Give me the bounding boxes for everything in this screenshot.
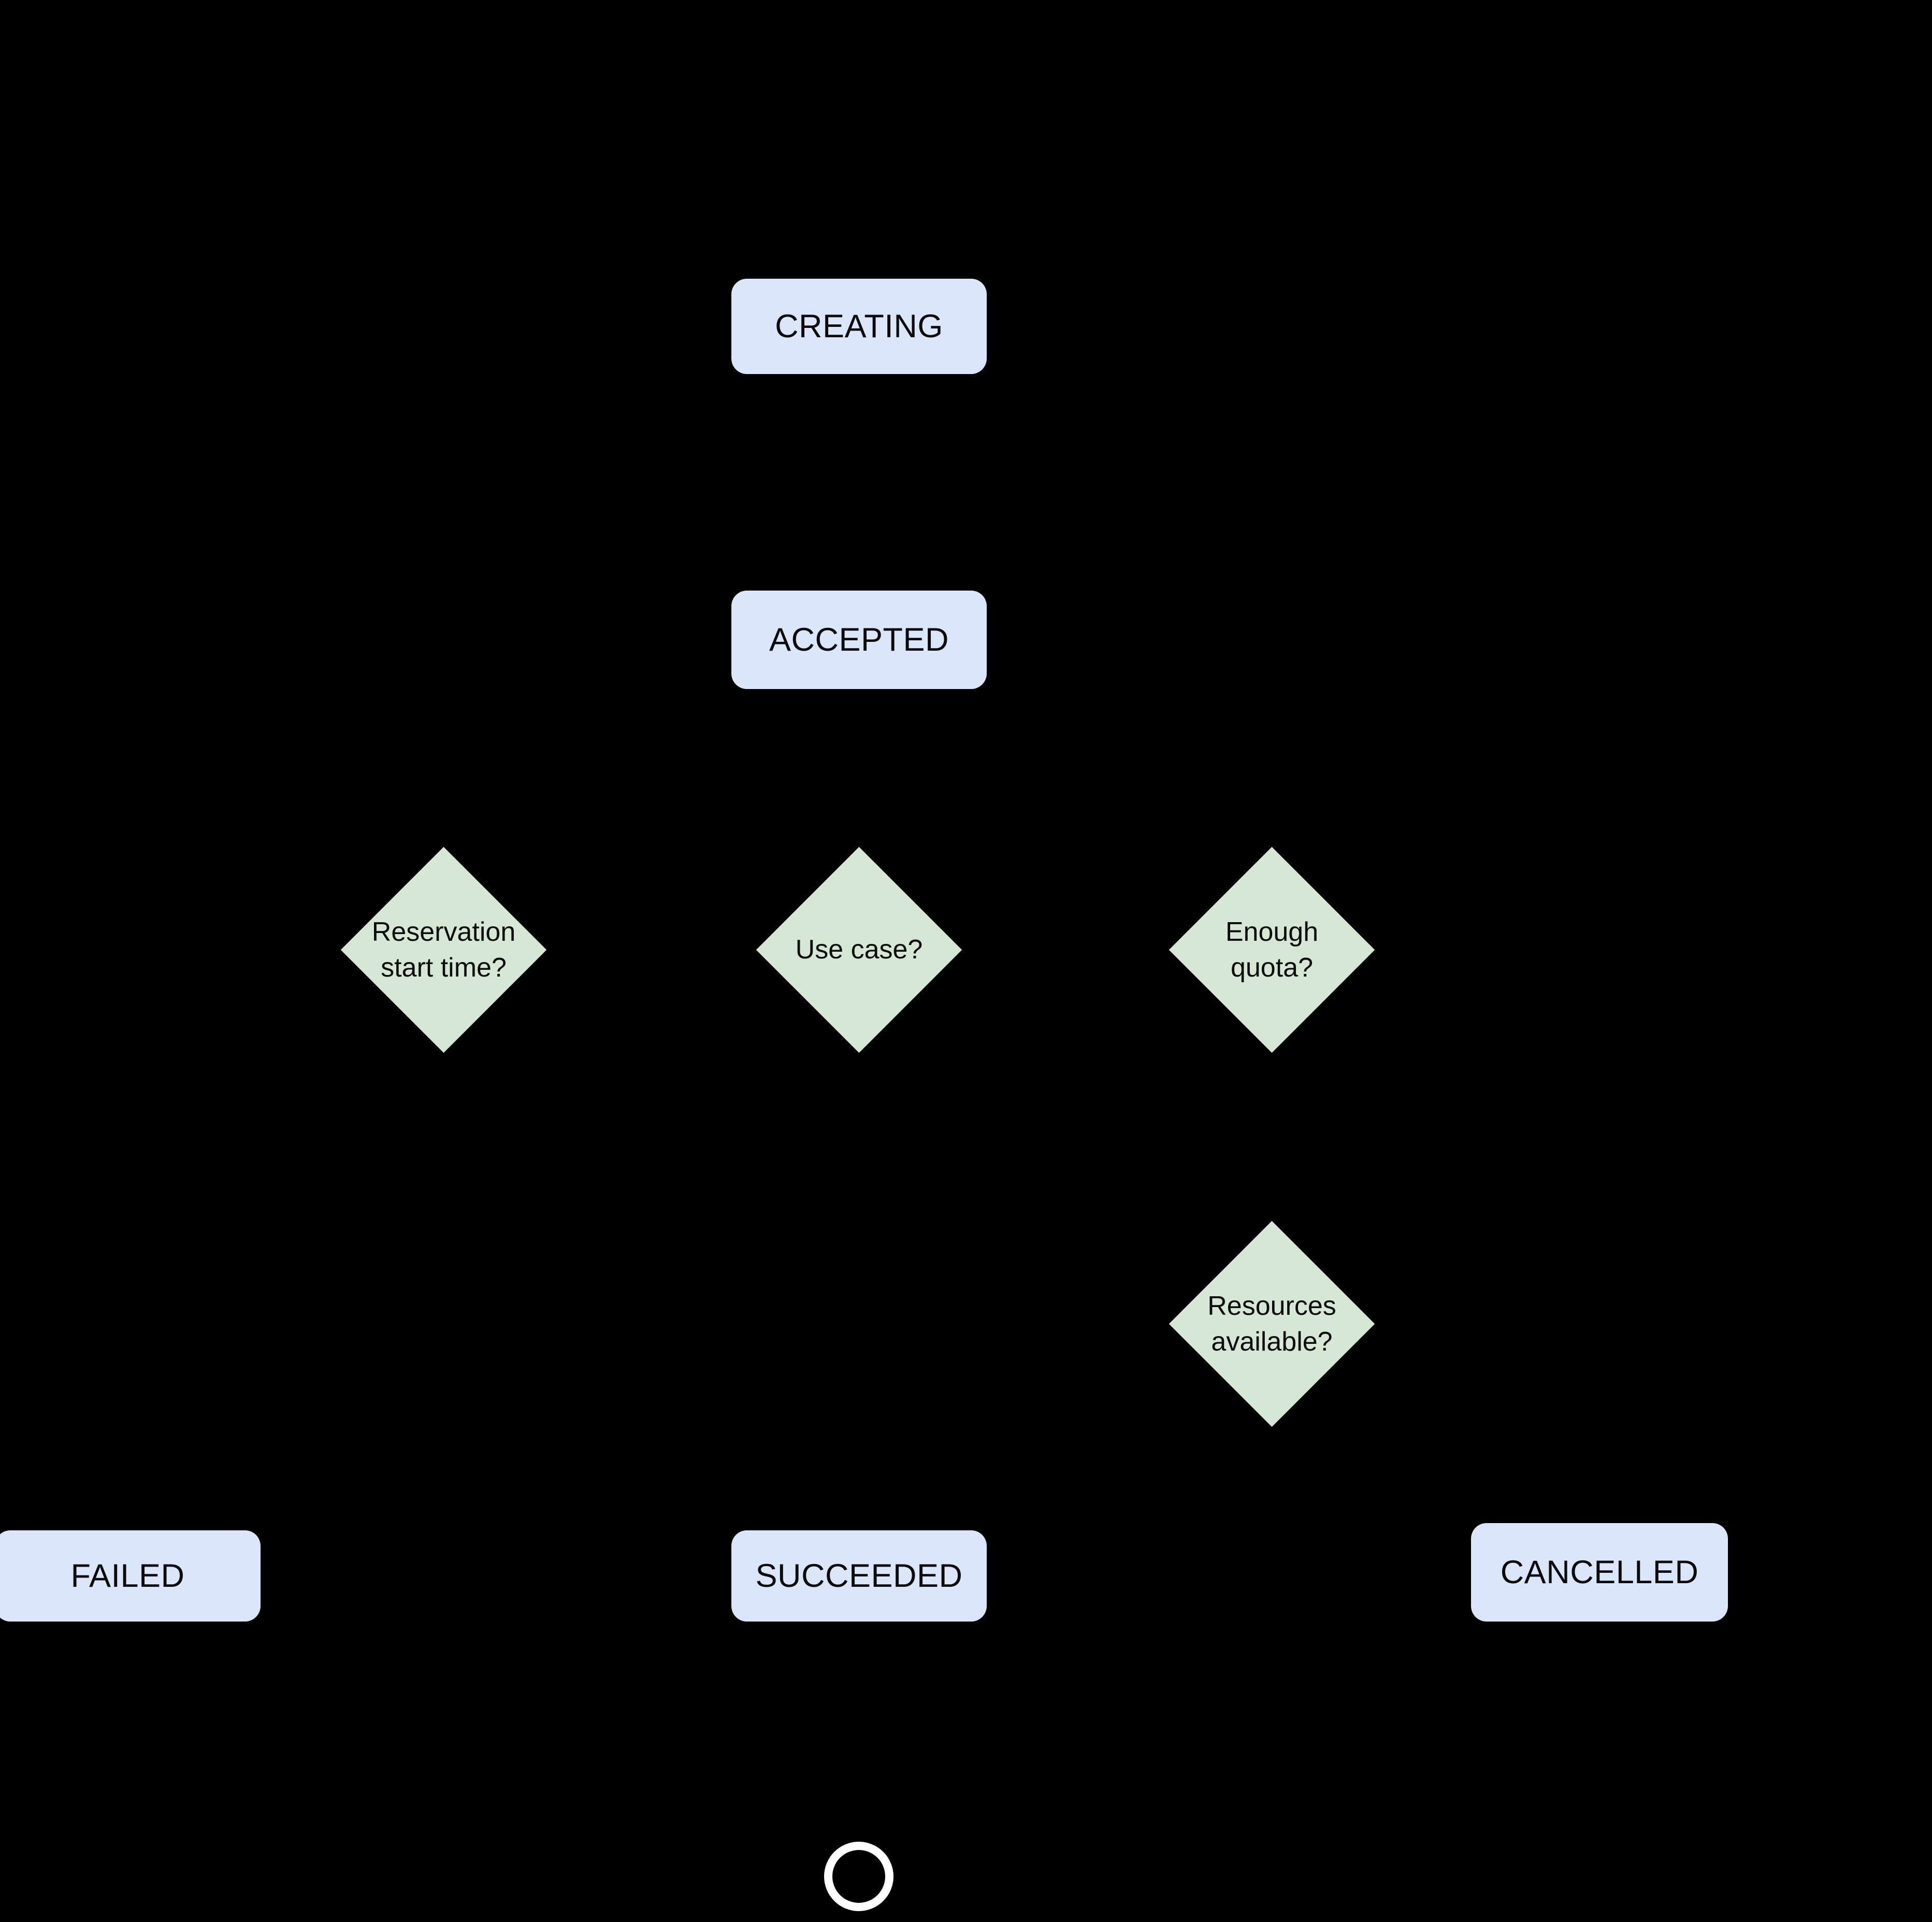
decision-node-use-case[interactable]: Use case?: [756, 847, 962, 1053]
state-node-succeeded[interactable]: SUCCEEDED: [731, 1530, 987, 1622]
decision-node-reservation-start-time[interactable]: Reservation start time?: [340, 847, 547, 1053]
decision-label-reservation-start-time: Reservation start time?: [371, 916, 516, 983]
decision-label-use-case: Use case?: [795, 935, 923, 965]
state-node-accepted[interactable]: ACCEPTED: [731, 591, 987, 689]
state-node-cancelled[interactable]: CANCELLED: [1471, 1523, 1728, 1622]
state-node-failed[interactable]: FAILED: [0, 1530, 261, 1622]
decision-node-enough-quota[interactable]: Enough quota?: [1169, 847, 1375, 1053]
edge-accepted-reservation: [427, 689, 861, 853]
state-node-creating[interactable]: CREATING: [731, 279, 987, 374]
decision-label-enough-quota: Enough quota?: [1225, 916, 1319, 983]
edge-reservation-failed: [116, 1051, 445, 1534]
decision-label-resources-available: Resources available?: [1207, 1290, 1336, 1357]
circle-ring-icon: [824, 1842, 893, 1911]
edge-accepted-quota: [857, 689, 1288, 853]
edge-resources-cancelled: [1270, 1422, 1611, 1527]
decision-node-resources-available[interactable]: Resources available?: [1169, 1221, 1375, 1427]
